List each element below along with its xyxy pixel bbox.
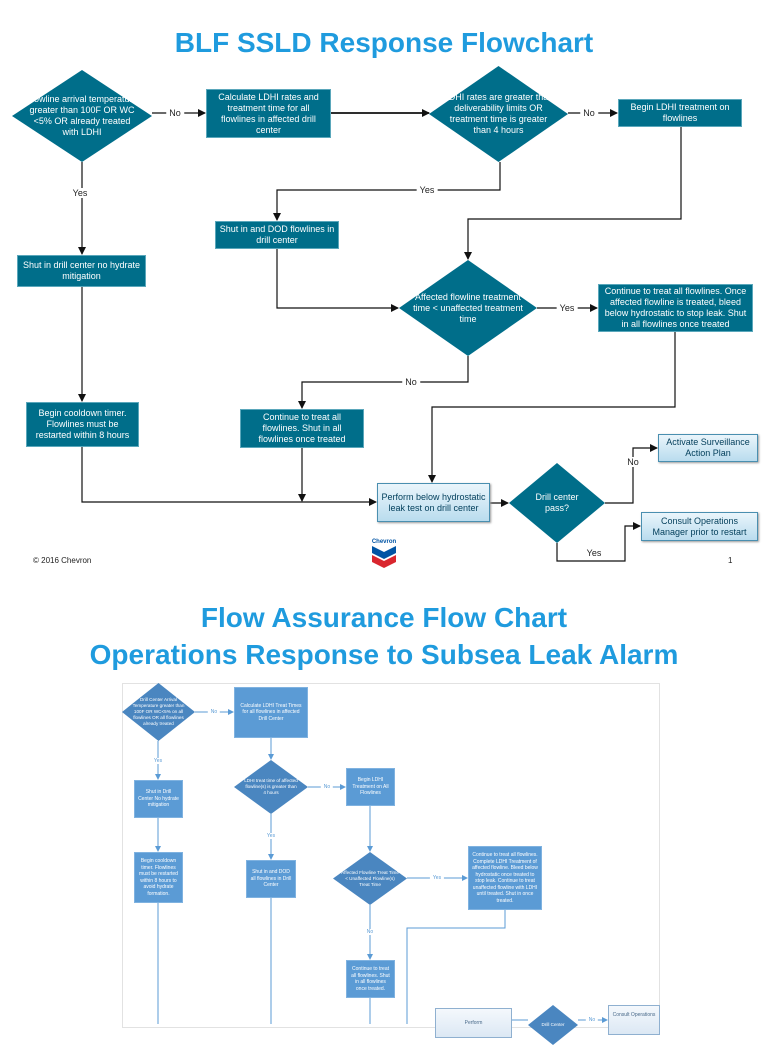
decision-affected-treatment: Affected Flowline Treat Time < Unaffecte… — [333, 852, 407, 905]
step-leak-test: Perform below hydrostatic leak test on d… — [377, 483, 490, 522]
decision-drill-center: Drill Center — [528, 1005, 578, 1045]
step-continue-bleed: Continue to treat all flowlines. Complet… — [468, 846, 542, 910]
node-text: Flowline arrival temperature greater tha… — [26, 94, 138, 137]
step-continue-bleed: Continue to treat all flowlines. Once af… — [598, 284, 753, 332]
node-text: LDHI treat time of affected flowline(s) … — [244, 778, 298, 795]
node-text: Affected flowline treatment time < unaff… — [413, 291, 523, 324]
step-cooldown-timer: Begin cooldown timer. Flowlines must be … — [134, 852, 183, 903]
node-text: LDHI rates are greater than deliverabili… — [443, 92, 554, 135]
step-shut-in-dod: Shut in and DOD all flowlines in Drill C… — [246, 860, 296, 898]
step-consult-manager: Consult Operations Manager prior to rest… — [641, 512, 758, 541]
decision-arrival-temperature: Flowline arrival temperature greater tha… — [12, 70, 152, 162]
slide2-title-line1: Flow Assurance Flow Chart — [200, 602, 568, 633]
label-yes: Yes — [69, 188, 91, 198]
decision-arrival-temperature: Drill Center Arrival Temperature greater… — [122, 683, 195, 741]
chevron-logo: Chevron — [372, 539, 397, 568]
label-no: No — [320, 784, 334, 790]
page-number: 1 — [728, 556, 733, 565]
label-yes: Yes — [150, 758, 166, 764]
node-text: Drill Center Arrival Temperature greater… — [132, 697, 185, 726]
step-shut-in-dod: Shut in and DOD flowlines in drill cente… — [215, 221, 339, 249]
label-yes: Yes — [556, 303, 578, 313]
node-text: Drill center pass? — [535, 492, 579, 513]
step-calculate-ldhi: Calculate LDHI Treat Times for all flowl… — [234, 687, 308, 738]
decision-drill-center-pass: Drill center pass? — [509, 463, 605, 543]
step-shut-in-drill-center: Shut in Drill Center No hydrate mitigati… — [134, 780, 183, 818]
label-no: No — [580, 108, 598, 118]
label-yes: Yes — [263, 833, 279, 839]
decision-ldhi-rates: LDHI rates are greater than deliverabili… — [429, 66, 568, 162]
svg-text:Chevron: Chevron — [372, 539, 397, 545]
step-consult-operations: Consult Operations — [608, 1005, 660, 1035]
connector-lines — [78, 109, 682, 1024]
step-continue-shut-in: Continue to treat all flowlines. Shut in… — [240, 409, 364, 448]
node-text: Drill Center — [541, 1022, 565, 1027]
step-shut-in-drill-center: Shut in drill center no hydrate mitigati… — [17, 255, 146, 287]
step-cooldown-timer: Begin cooldown timer. Flowlines must be … — [26, 402, 139, 447]
label-yes: Yes — [583, 548, 605, 558]
label-no: No — [207, 709, 221, 715]
step-calculate-ldhi: Calculate LDHI rates and treatment time … — [206, 89, 331, 138]
label-no: No — [624, 457, 642, 467]
step-begin-ldhi: Begin LDHI Treatment on All Flowlines — [346, 768, 395, 806]
step-perform-leak-test: Perform — [435, 1008, 512, 1038]
label-no: No — [166, 108, 184, 118]
node-text: Affected Flowline Treat Time < Unaffecte… — [341, 869, 399, 887]
decision-affected-treatment: Affected flowline treatment time < unaff… — [399, 260, 537, 356]
decision-ldhi-treat-time: LDHI treat time of affected flowline(s) … — [234, 760, 308, 814]
label-yes: Yes — [416, 185, 438, 195]
label-yes: Yes — [429, 875, 445, 881]
label-no: No — [585, 1017, 599, 1023]
label-no: No — [363, 929, 377, 935]
slide1-title: BLF SSLD Response Flowchart — [174, 27, 594, 58]
copyright: © 2016 Chevron — [33, 556, 92, 565]
step-surveillance-plan: Activate Surveillance Action Plan — [658, 434, 758, 462]
slide2-title-line2: Operations Response to Subsea Leak Alarm — [89, 639, 679, 670]
step-continue-shut-in: Continue to treat all flowlines. Shut in… — [346, 960, 395, 998]
step-begin-ldhi: Begin LDHI treatment on flowlines — [618, 99, 742, 127]
label-no: No — [402, 377, 420, 387]
